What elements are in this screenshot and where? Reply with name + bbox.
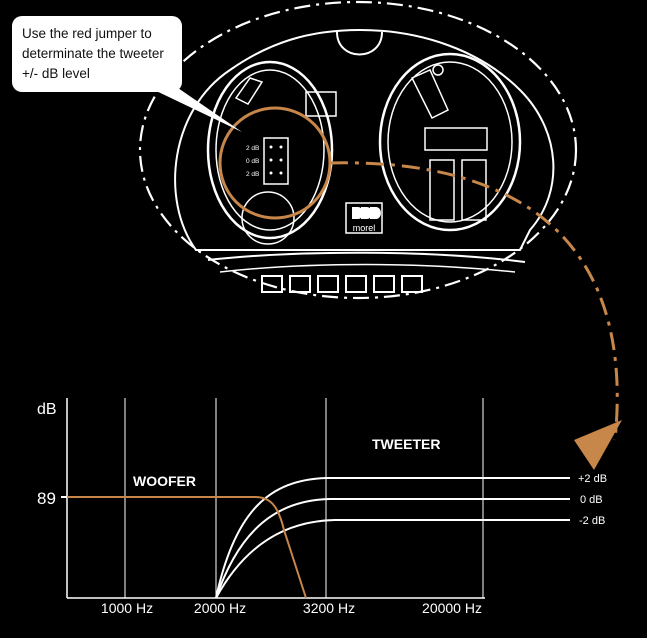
series-line-plus2db [215, 477, 570, 599]
callout-line-2: determinate the tweeter [22, 46, 164, 61]
callout-pointer [150, 88, 242, 132]
connector-arrow-head [574, 420, 622, 470]
left-compartment [206, 60, 334, 240]
x-tick-2000hz: 2000 Hz [194, 600, 246, 616]
series-line-woofer [67, 496, 307, 599]
housing-body [174, 28, 555, 251]
housing-notch [336, 31, 383, 56]
jumper-label-0: 0 dB [246, 158, 259, 165]
terminal-grille [261, 275, 423, 293]
jumper-callout: Use the red jumper to determinate the tw… [12, 16, 182, 92]
x-tick-20000hz: 20000 Hz [422, 600, 482, 616]
y-axis-unit: dB [37, 401, 57, 418]
connector-arrow-path [329, 161, 619, 441]
callout-line-3: +/- dB level [22, 66, 90, 81]
callout-line-1: Use the red jumper to [22, 26, 152, 41]
jumper-label-minus2: 2 dB [246, 171, 259, 178]
series-line-minus2db [215, 519, 570, 599]
zoom-outline-ellipse [138, 0, 578, 300]
morel-logo: morel [345, 202, 383, 234]
x-tick-1000hz: 1000 Hz [101, 600, 153, 616]
level-label-minus2db: -2 dB [579, 515, 605, 527]
right-compartment [378, 52, 522, 232]
woofer-label: WOOFER [133, 473, 196, 489]
jumper-block: 2 dB 0 dB 2 dB [246, 137, 289, 185]
crossover-housing-illustration [138, 0, 578, 300]
level-label-plus2db: +2 dB [578, 473, 607, 485]
series-line-0db [215, 498, 570, 599]
y-ref-label: 89 [37, 489, 56, 508]
frequency-chart: dB 89 WOOFER TWEETER 1000 Hz 2000 Hz 320… [37, 398, 607, 616]
tweeter-label: TWEETER [372, 436, 440, 452]
logo-text: morel [353, 223, 376, 233]
jumper-label-plus2: 2 dB [246, 145, 259, 152]
level-label-0db: 0 dB [580, 494, 603, 506]
x-tick-3200hz: 3200 Hz [303, 600, 355, 616]
housing-base [207, 251, 526, 263]
